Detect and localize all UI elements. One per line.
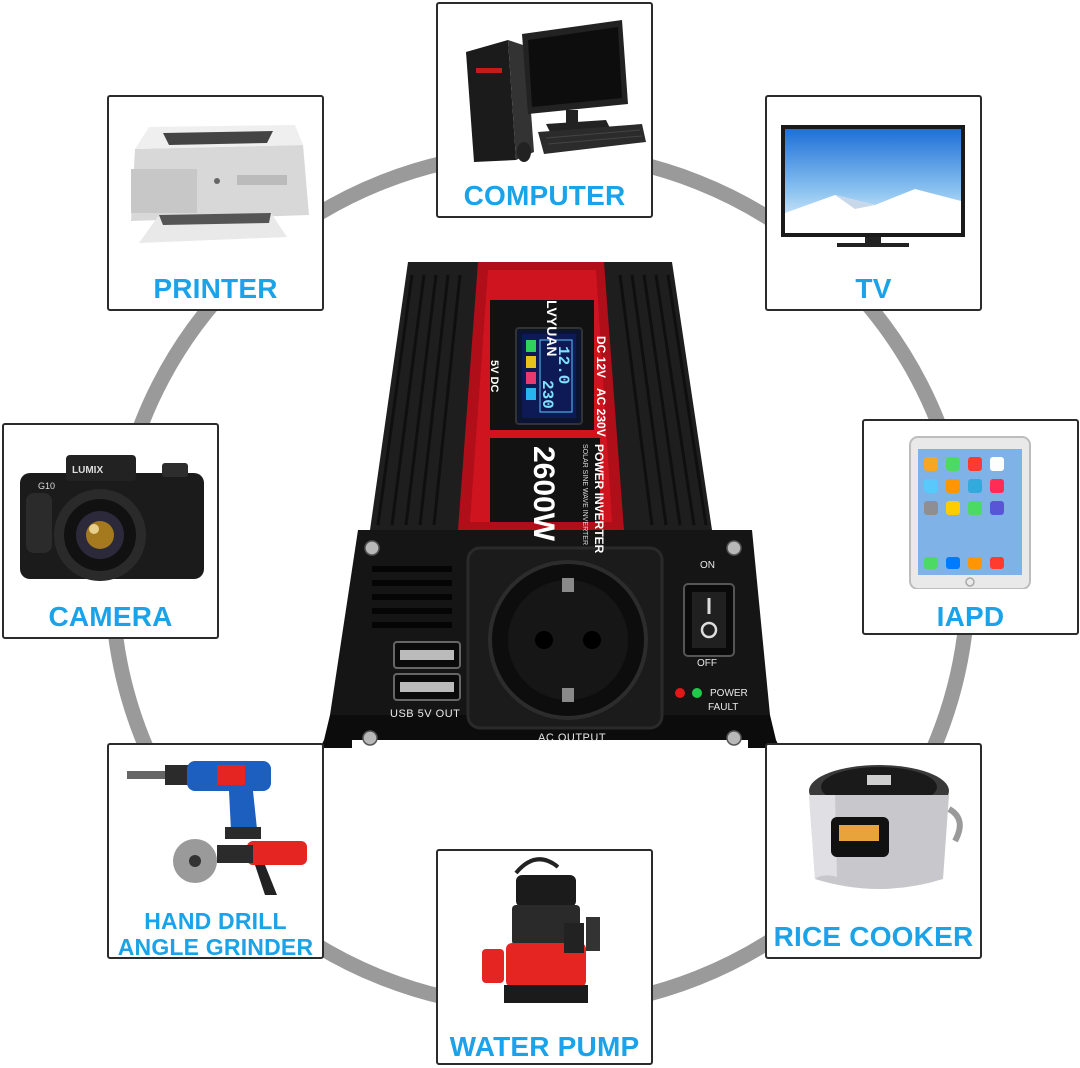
device-label-drill: HAND DRILL: [144, 908, 287, 934]
switch-off-label: OFF: [697, 658, 717, 669]
device-label-computer: COMPUTER: [463, 180, 626, 211]
device-card-ipad: IAPD: [862, 419, 1079, 635]
usb-output-label: USB 5V OUT: [390, 708, 461, 720]
device-label-printer: PRINTER: [153, 273, 278, 304]
inverter-title: POWER INVERTER: [592, 444, 606, 554]
switch-on-label: ON: [700, 560, 715, 571]
inverter-wattage: 2600W: [527, 446, 560, 542]
printer-icon: [131, 125, 309, 243]
svg-text:G10: G10: [38, 481, 55, 491]
inverter-output-spec: AC 230V: [594, 388, 608, 437]
device-card-water-pump: WATER PUMP: [436, 849, 653, 1065]
svg-text:LUMIX: LUMIX: [72, 465, 103, 476]
power-tools-icon: [127, 761, 307, 895]
device-card-power-tools: HAND DRILL ANGLE GRINDER: [107, 743, 324, 960]
device-card-computer: COMPUTER: [436, 2, 653, 218]
device-label-camera: CAMERA: [48, 601, 173, 632]
device-card-tv: TV: [765, 95, 982, 311]
rice-cooker-icon: [809, 765, 963, 889]
inverter-display-out: 230: [538, 380, 556, 409]
desktop-computer-icon: [466, 20, 646, 162]
power-led-label: POWER: [710, 688, 748, 699]
device-card-camera: LUMIX G10 CAMERA: [2, 423, 219, 639]
fault-led-label: FAULT: [708, 702, 739, 713]
water-pump-icon: [482, 857, 600, 1003]
device-label-grinder: ANGLE GRINDER: [117, 934, 314, 960]
device-label-tv: TV: [855, 273, 892, 304]
device-label-rice-cooker: RICE COOKER: [773, 921, 974, 952]
camera-icon: LUMIX G10: [20, 455, 204, 581]
tablet-icon: [909, 436, 1031, 589]
inverter-subtitle: SOLAR SINE WAVE INVERTER: [581, 444, 588, 546]
tv-icon: [781, 125, 965, 247]
ac-output-label: AC OUTPUT: [538, 732, 607, 744]
device-card-printer: PRINTER: [107, 95, 324, 311]
device-label-water-pump: WATER PUMP: [449, 1031, 640, 1062]
inverter-input-spec: DC 12V: [594, 336, 608, 379]
inverter-display-in: 12.0: [554, 346, 572, 385]
inverter-usb-spec: 5V DC: [488, 360, 500, 393]
device-label-ipad: IAPD: [936, 601, 1005, 632]
device-card-rice-cooker: RICE COOKER: [765, 743, 982, 959]
